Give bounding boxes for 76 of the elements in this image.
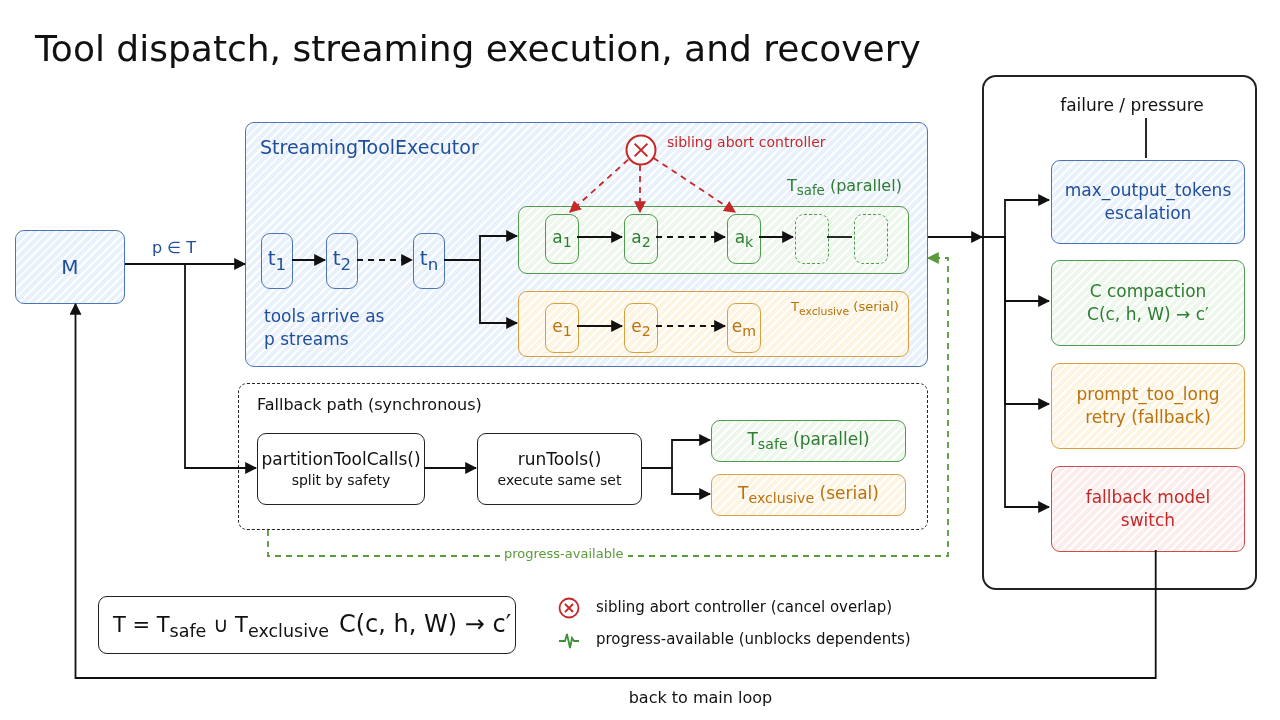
node-sublabel: C(c, h, W) → c′ xyxy=(1087,303,1209,326)
node-label: failure / pressure xyxy=(1060,93,1204,117)
node-label: t$_{1}$ xyxy=(267,245,287,277)
task-box xyxy=(545,214,579,264)
node-label: a$_{2}$ xyxy=(631,225,651,253)
arrow xyxy=(927,231,984,243)
node-label: a$_{1}$ xyxy=(552,225,572,253)
connector-line xyxy=(1145,117,1147,159)
dashed-arrow xyxy=(655,231,727,243)
dashed-arrow xyxy=(634,164,646,214)
legend-text: sibling abort controller (cancel overlap) xyxy=(596,598,893,616)
task-box xyxy=(624,303,658,353)
title: Tool dispatch, streaming execution, and recovery xyxy=(35,28,921,69)
formula-box xyxy=(98,596,516,654)
task-box xyxy=(727,214,761,264)
node-label: T$_{exclusive}$ (serial) xyxy=(738,481,879,509)
process-box xyxy=(15,230,125,304)
function-box xyxy=(257,433,425,505)
task-box xyxy=(727,303,761,353)
arrow xyxy=(291,254,327,266)
recovery-box xyxy=(1051,466,1245,552)
arrow xyxy=(576,320,624,332)
node-label: t$_{n}$ xyxy=(419,245,439,277)
node-label: e$_{m}$ xyxy=(731,314,757,342)
dashed-arrow xyxy=(356,254,414,266)
dashed-arrow xyxy=(655,320,727,332)
node-sublabel: execute same set xyxy=(497,471,622,490)
arrow xyxy=(69,302,1157,679)
arrow xyxy=(576,231,624,243)
node-label: prompt_too_long retry (fallback) xyxy=(1075,383,1221,429)
node-label: max_output_tokens escalation xyxy=(1064,179,1232,225)
fallback-panel xyxy=(238,383,928,530)
heading: Fallback path (synchronous) xyxy=(257,394,482,416)
formula: T = T$_{safe}$ ∪ T$_{exclusive}$ xyxy=(113,612,330,644)
node-label: e$_{2}$ xyxy=(631,314,651,342)
dashed-arrow xyxy=(569,158,629,213)
heading: T$_{exclusive}$ (serial) xyxy=(791,298,900,320)
task-box xyxy=(624,214,658,264)
node-label: C compaction xyxy=(1089,280,1207,303)
arrow xyxy=(981,236,1051,513)
node-label: tools arrive as p streams xyxy=(264,305,386,351)
recovery-box xyxy=(1051,160,1245,244)
node-label: a$_{k}$ xyxy=(734,225,754,253)
function-box xyxy=(477,433,642,505)
tool-box xyxy=(413,233,445,289)
legend-text: progress-available (unblocks dependents) xyxy=(596,630,911,648)
heading: T$_{safe}$ (parallel) xyxy=(787,175,903,201)
heading: StreamingToolExecutor xyxy=(260,135,479,160)
node-label: fallback model switch xyxy=(1084,486,1212,532)
dashed-arrow xyxy=(652,156,736,213)
parallel-box xyxy=(711,420,906,462)
node-label: M xyxy=(61,253,79,281)
executor-panel xyxy=(245,122,928,367)
recovery-box xyxy=(1051,363,1245,449)
arrow xyxy=(423,462,478,474)
node-label: e$_{1}$ xyxy=(552,314,572,342)
task-box xyxy=(545,303,579,353)
edge-label: progress-available xyxy=(500,546,628,561)
formula: C(c, h, W) → c′ xyxy=(339,609,512,640)
serial-group xyxy=(518,291,909,357)
serial-box xyxy=(711,474,906,516)
recovery-panel xyxy=(982,75,1257,590)
annotation: sibling abort controller xyxy=(667,134,826,150)
node-label: T$_{safe}$ (parallel) xyxy=(747,427,870,455)
arrow xyxy=(124,263,258,474)
tool-box xyxy=(326,233,358,289)
connector-line xyxy=(826,236,853,238)
arrow xyxy=(758,231,795,243)
placeholder-box xyxy=(854,214,888,264)
node-label: runTools() xyxy=(517,448,602,471)
node-sublabel: split by safety xyxy=(291,471,391,490)
placeholder-box xyxy=(795,214,829,264)
recovery-box xyxy=(1051,260,1245,346)
node-label: partitionToolCalls() xyxy=(261,448,421,471)
node-label: t$_{2}$ xyxy=(332,245,352,277)
tool-box xyxy=(261,233,293,289)
